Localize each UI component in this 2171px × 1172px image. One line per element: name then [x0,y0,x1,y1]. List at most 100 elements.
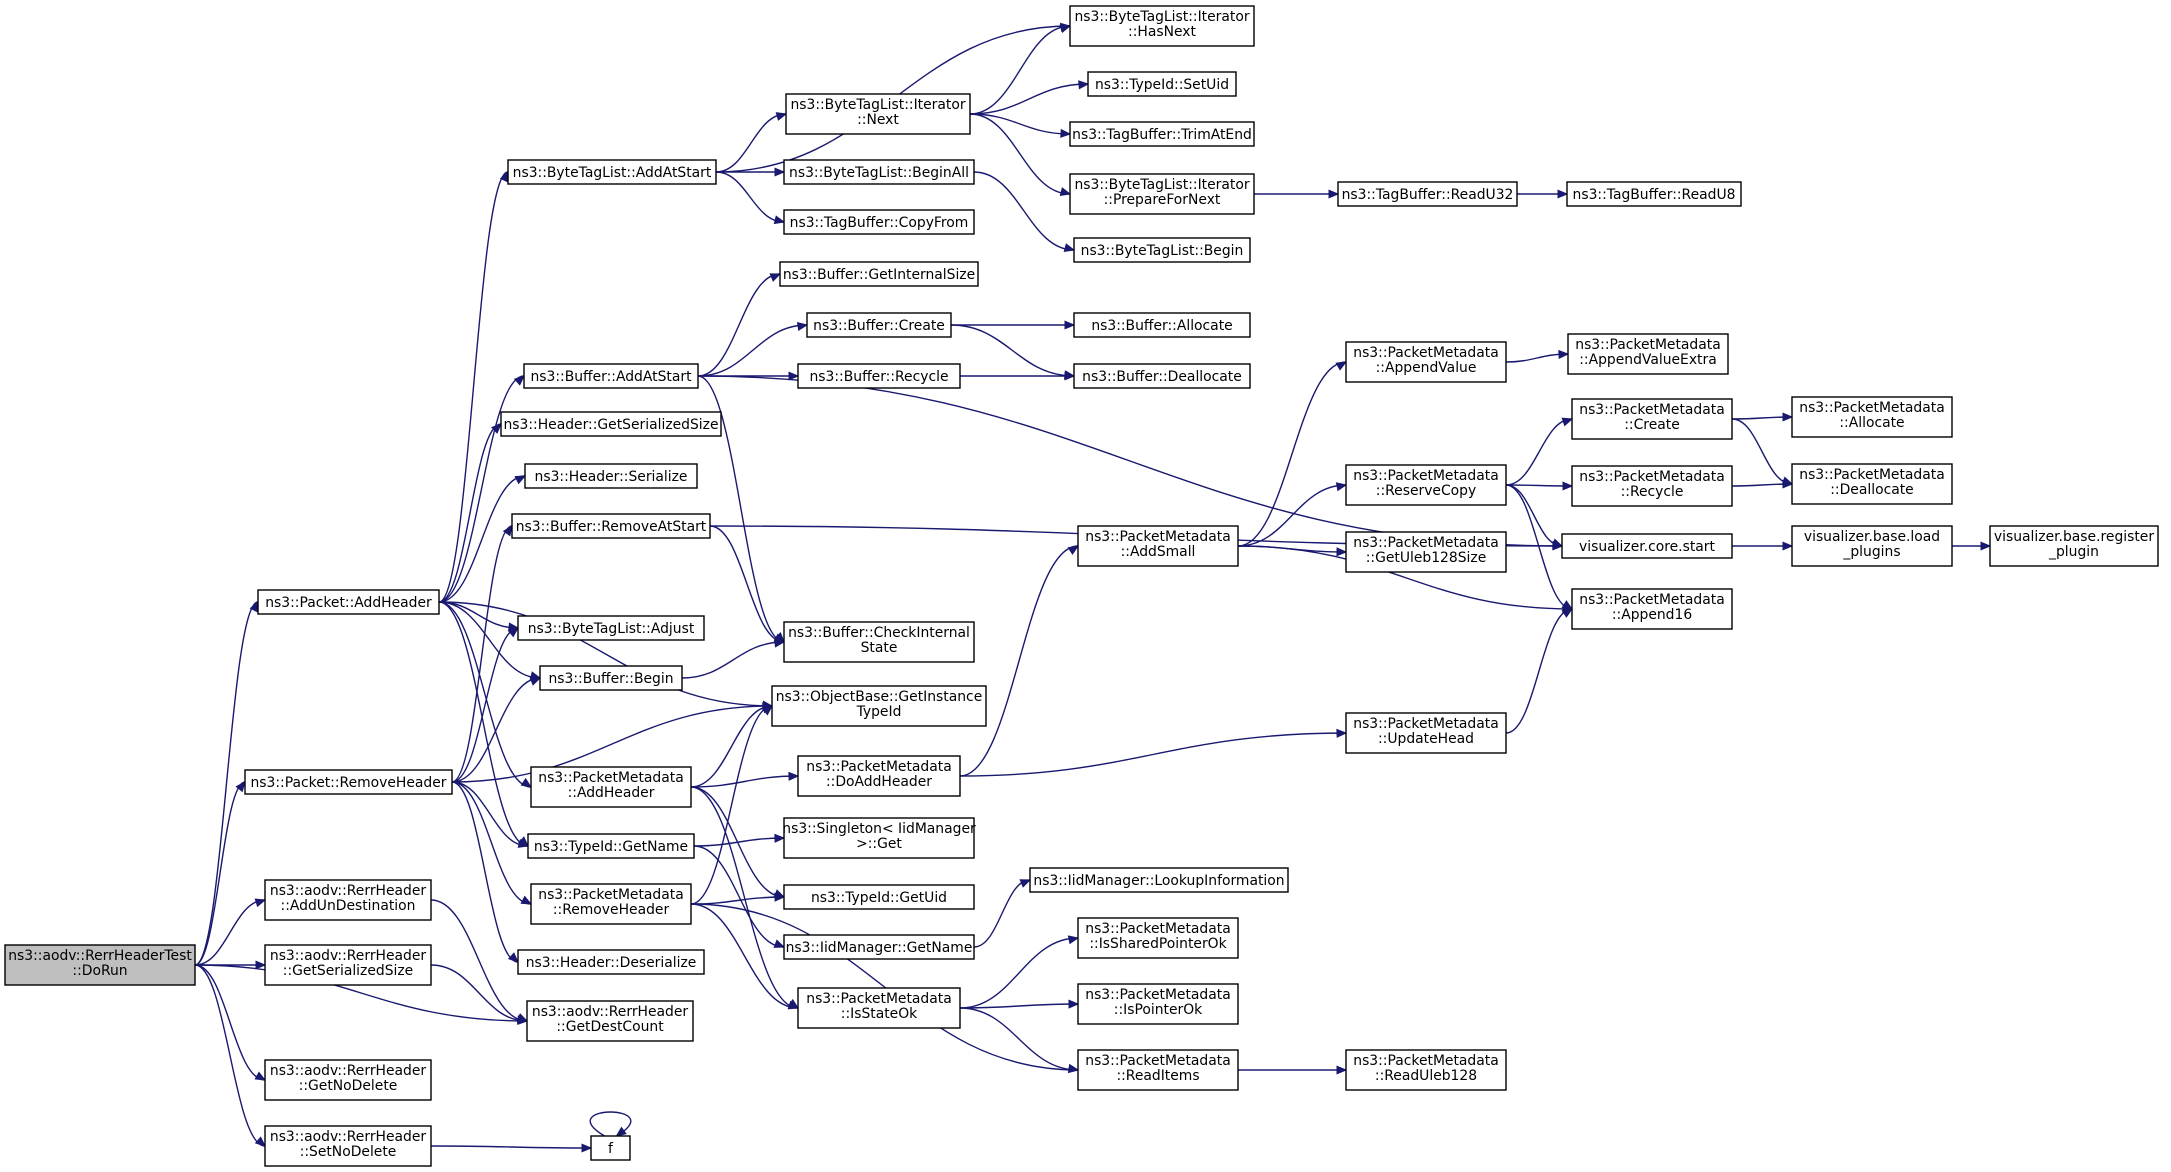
node-tagbuf-copyfrom[interactable]: ns3::TagBuffer::CopyFrom [783,209,975,235]
node-label: ns3::Buffer::Allocate [1091,318,1232,334]
node-box [517,949,705,975]
node-pm-isstateok[interactable]: ns3::PacketMetadata::IsStateOk [797,987,961,1029]
edge-iid-getname-to-iid-lookup [973,879,1032,948]
node-typeid-setuid[interactable]: ns3::TypeId::SetUid [1087,71,1237,97]
edge-buf-create-to-buf-allocate [950,320,1076,330]
node-box [264,879,432,921]
node-root[interactable]: ns3::aodv::RerrHeaderTest::DoRun [4,944,196,986]
node-label-line: ::AppendValueExtra [1579,352,1716,368]
edge-pm-updatehead-to-pm-append16 [1505,608,1574,734]
node-label-line: ::IsSharedPointerOk [1089,936,1226,952]
node-rerr-addun[interactable]: ns3::aodv::RerrHeader::AddUnDestination [264,879,432,921]
node-label-line: ns3::PacketMetadata [1353,716,1498,732]
node-label-line: ns3::PacketMetadata [1085,529,1230,545]
node-btl-iter-next[interactable]: ns3::ByteTagList::Iterator::Next [785,93,971,135]
node-pm-isptrok[interactable]: ns3::PacketMetadata::IsPointerOk [1077,983,1239,1025]
edge-root-to-pkt-removeheader [194,781,246,966]
node-box [1791,396,1953,438]
node-buf-getinternal[interactable]: ns3::Buffer::GetInternalSize [779,261,979,287]
edge-vis-core-start-to-vis-base-load [1732,541,1794,551]
node-label-line: ns3::PacketMetadata [1579,592,1724,608]
node-f[interactable]: f [590,1135,631,1161]
node-box [779,261,979,287]
edge-pm-addsmall-to-pm-appendvalue [1237,361,1348,547]
node-buf-recycle[interactable]: ns3::Buffer::Recycle [797,363,961,389]
node-buf-addatstart[interactable]: ns3::Buffer::AddAtStart [523,363,699,389]
edge-pkt-removeheader-to-hdr-deserialize [451,781,519,963]
node-pm-removeheader[interactable]: ns3::PacketMetadata::RemoveHeader [530,883,692,925]
node-label: ns3::IidManager::LookupInformation [1033,873,1284,889]
node-btl-beginall[interactable]: ns3::ByteTagList::BeginAll [783,159,975,185]
node-pm-append16[interactable]: ns3::PacketMetadata::Append16 [1571,588,1733,630]
node-rerr-getser[interactable]: ns3::aodv::RerrHeader::GetSerializedSize [264,944,432,986]
node-label-line: ns3::ByteTagList::Iterator [1074,9,1249,25]
node-pm-appendvalueextra[interactable]: ns3::PacketMetadata::AppendValueExtra [1567,333,1729,375]
node-pm-reservecopy[interactable]: ns3::PacketMetadata::ReserveCopy [1345,464,1507,506]
node-label: ns3::Header::Deserialize [526,955,697,971]
node-pm-allocate[interactable]: ns3::PacketMetadata::Allocate [1791,396,1953,438]
node-pm-addheader[interactable]: ns3::PacketMetadata::AddHeader [530,766,692,808]
node-box [783,159,975,185]
node-box [264,944,432,986]
edge-pm-removeheader-to-pm-isstateok [690,903,800,1010]
node-box [257,589,440,615]
node-rerr-getdest[interactable]: ns3::aodv::RerrHeader::GetDestCount [526,1000,694,1042]
node-label: ns3::Buffer::Deallocate [1082,369,1242,385]
node-pm-readitems[interactable]: ns3::PacketMetadata::ReadItems [1077,1049,1239,1091]
edge-btl-addatstart-to-btl-beginall [715,167,786,177]
node-pm-issharedptr[interactable]: ns3::PacketMetadata::IsSharedPointerOk [1077,917,1239,959]
node-btl-iter-prep[interactable]: ns3::ByteTagList::Iterator::PrepareForNe… [1069,173,1255,215]
node-pm-addsmall[interactable]: ns3::PacketMetadata::AddSmall [1077,525,1239,567]
node-buf-allocate[interactable]: ns3::Buffer::Allocate [1073,312,1251,338]
edge-pm-addheader-to-objbase-getinst [690,704,774,788]
node-typeid-getuid[interactable]: ns3::TypeId::GetUid [783,884,975,910]
node-label-line: ns3::PacketMetadata [1353,1053,1498,1069]
node-label: ns3::ByteTagList::BeginAll [789,165,969,181]
node-vis-base-register[interactable]: visualizer.base.register_plugin [1989,525,2159,567]
node-hdr-getser[interactable]: ns3::Header::GetSerializedSize [500,411,722,437]
node-box [526,1000,694,1042]
node-rerr-getnodel[interactable]: ns3::aodv::RerrHeader::GetNoDelete [264,1059,432,1101]
node-tagbuf-trim[interactable]: ns3::TagBuffer::TrimAtEnd [1069,121,1255,147]
node-box [783,621,975,663]
node-pm-appendvalue[interactable]: ns3::PacketMetadata::AppendValue [1345,341,1507,383]
node-hdr-serialize[interactable]: ns3::Header::Serialize [524,463,698,489]
node-buf-create[interactable]: ns3::Buffer::Create [806,312,952,338]
node-vis-base-load[interactable]: visualizer.base.load_plugins [1791,525,1953,567]
node-pm-deallocate[interactable]: ns3::PacketMetadata::Deallocate [1791,463,1953,505]
node-buf-removeatstart[interactable]: ns3::Buffer::RemoveAtStart [511,513,711,539]
node-tagbuf-readu8[interactable]: ns3::TagBuffer::ReadU8 [1566,181,1742,207]
node-pm-doaddheader[interactable]: ns3::PacketMetadata::DoAddHeader [797,755,961,797]
node-pkt-addheader[interactable]: ns3::Packet::AddHeader [257,589,440,615]
node-iid-lookup[interactable]: ns3::IidManager::LookupInformation [1029,867,1289,893]
node-typeid-getname[interactable]: ns3::TypeId::GetName [527,833,695,859]
node-btl-addatstart[interactable]: ns3::ByteTagList::AddAtStart [507,159,717,185]
node-box [797,987,961,1029]
node-pm-create[interactable]: ns3::PacketMetadata::Create [1571,398,1733,440]
node-pm-readuleb[interactable]: ns3::PacketMetadata::ReadUleb128 [1345,1049,1507,1091]
node-box [783,817,975,859]
node-iid-getname[interactable]: ns3::IidManager::GetName [783,934,975,960]
node-label: f [608,1141,614,1157]
node-btl-adjust[interactable]: ns3::ByteTagList::Adjust [517,615,705,641]
node-hdr-deserialize[interactable]: ns3::Header::Deserialize [517,949,705,975]
node-label-line: ns3::aodv::RerrHeader [270,1129,427,1145]
node-box [1077,983,1239,1025]
node-pm-updatehead[interactable]: ns3::PacketMetadata::UpdateHead [1345,712,1507,754]
node-rerr-setnodel[interactable]: ns3::aodv::RerrHeader::SetNoDelete [264,1125,432,1167]
node-label-line: ::DoRun [72,963,127,979]
node-vis-core-start[interactable]: visualizer.core.start [1561,533,1733,559]
node-box [1029,867,1289,893]
node-buf-begin[interactable]: ns3::Buffer::Begin [539,665,683,691]
node-pm-recycle[interactable]: ns3::PacketMetadata::Recycle [1571,465,1733,507]
node-btl-begin[interactable]: ns3::ByteTagList::Begin [1073,237,1251,263]
node-tagbuf-readu32[interactable]: ns3::TagBuffer::ReadU32 [1337,181,1518,207]
edge-buf-recycle-to-buf-deallocate [960,371,1076,381]
node-pm-getuleb[interactable]: ns3::PacketMetadata::GetUleb128Size [1345,531,1507,573]
node-btl-iter-hasnext[interactable]: ns3::ByteTagList::Iterator::HasNext [1069,5,1255,47]
node-buf-deallocate[interactable]: ns3::Buffer::Deallocate [1073,363,1251,389]
node-pkt-removeheader[interactable]: ns3::Packet::RemoveHeader [244,769,453,795]
node-singleton-get[interactable]: ns3::Singleton< IidManager>::Get [782,817,976,859]
